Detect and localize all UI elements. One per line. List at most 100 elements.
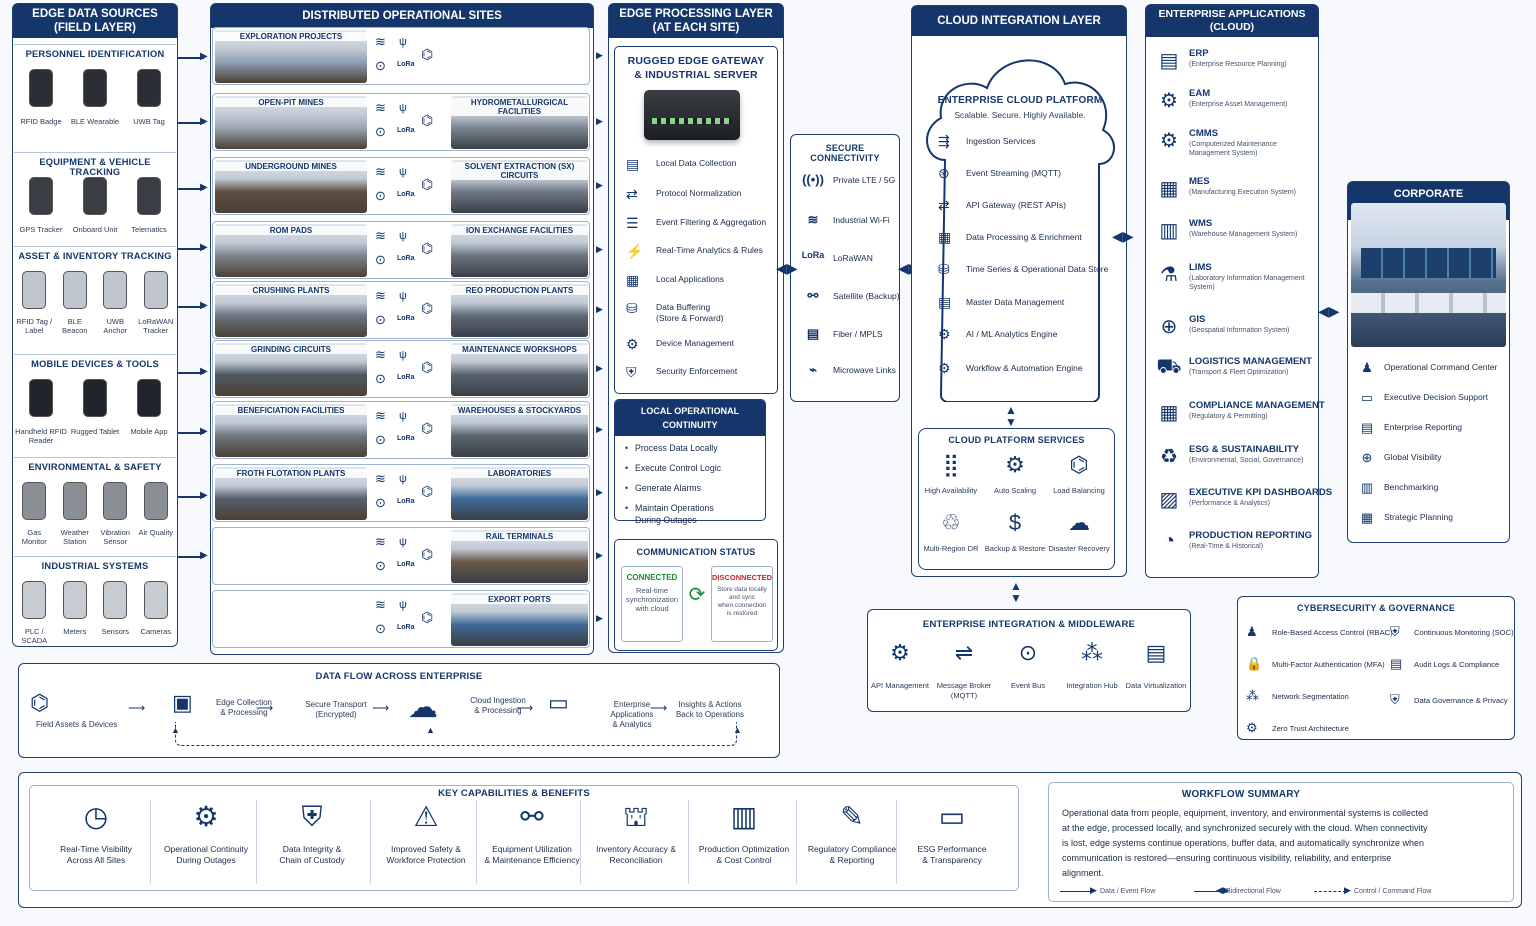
apps-to-hq-arrow: ◀▶ xyxy=(1318,303,1340,319)
edge-item-label: Device Management xyxy=(656,338,734,348)
sensor-icon: ⌬ xyxy=(421,112,434,128)
legend-arrow-icon: ◀▶ xyxy=(1216,885,1230,895)
app-name: LIMS xyxy=(1189,262,1212,273)
pin-icon: ⊙ xyxy=(375,432,386,447)
cloud-item-label: Time Series & Operational Data Store xyxy=(966,264,1109,274)
capability-divider xyxy=(256,800,257,884)
flow-icon: ⌬ xyxy=(30,690,50,715)
app-item[interactable]: ◔PRODUCTION REPORTING(Real-Time & Histor… xyxy=(1156,530,1314,566)
cloud-item-icon: ⇶ xyxy=(938,133,950,149)
cloud-item-icon: ⊛ xyxy=(938,165,950,181)
feedback-loop xyxy=(175,722,737,746)
app-item[interactable]: ▥WMS(Warehouse Management System) xyxy=(1156,218,1314,254)
device-label: RFID Tag / Label xyxy=(16,317,53,335)
flow-label: Insights & Actions Back to Operations xyxy=(675,700,745,719)
source-arrow-line xyxy=(178,57,204,59)
security-label: Zero Trust Architecture xyxy=(1272,724,1349,733)
capabilities-box xyxy=(29,785,1019,891)
device-icon xyxy=(143,482,168,520)
device-icon xyxy=(62,581,87,619)
cloud-platform-sub: Scalable. Secure. Highly Available. xyxy=(954,110,1086,120)
pin-icon: ⊙ xyxy=(375,188,386,203)
hq-label: Benchmarking xyxy=(1384,482,1439,493)
device-label: Handheld RFID Reader xyxy=(15,427,67,445)
conn-icon: ≋ xyxy=(807,212,819,227)
signal-icon: ψ xyxy=(399,599,407,611)
app-item[interactable]: ⊕GIS(Geospatial Information System) xyxy=(1156,314,1314,350)
signal-icon: ψ xyxy=(399,349,407,361)
app-item[interactable]: ⚙EAM(Enterprise Asset Management) xyxy=(1156,88,1314,124)
flow-label: Secure Transport (Encrypted) xyxy=(305,700,367,719)
wifi-icon: ≋ xyxy=(375,347,386,362)
disconnected-desc: Store data locally and sync when connect… xyxy=(717,586,767,617)
cloud-item-label: AI / ML Analytics Engine xyxy=(966,329,1058,339)
pin-icon: ⊙ xyxy=(375,371,386,386)
pin-icon: ⊙ xyxy=(375,58,386,73)
cloud-item-label: Data Processing & Enrichment xyxy=(966,232,1082,242)
site-photo: RAIL TERMINALS xyxy=(451,530,588,583)
edge-item-label: Real-Time Analytics & Rules xyxy=(656,245,763,255)
app-desc: (Performance & Analytics) xyxy=(1189,500,1270,507)
site-label-left: ROM PADS xyxy=(215,226,367,235)
capability-item: ◷Real-Time Visibility Across All Sites xyxy=(46,798,146,866)
flow-icon: ▣ xyxy=(172,690,193,715)
signal-icon: ψ xyxy=(399,536,407,548)
pin-icon: ⊙ xyxy=(375,312,386,327)
app-item[interactable]: ⚙CMMS(Computerized Maintenance Managemen… xyxy=(1156,128,1314,164)
service-icon: $ xyxy=(1008,510,1022,535)
source-arrow-line xyxy=(178,556,204,558)
device-icon xyxy=(29,69,53,107)
device-icon xyxy=(103,581,128,619)
cloud-item-icon: ⚙ xyxy=(938,326,951,342)
gateway-title: RUGGED EDGE GATEWAY & INDUSTRIAL SERVER xyxy=(627,55,765,81)
app-item[interactable]: ▦MES(Manufacturing Execution System) xyxy=(1156,176,1314,212)
site-arrow: ▶ xyxy=(596,613,603,623)
legend-line xyxy=(1314,891,1346,892)
cloud-item-icon: ▦ xyxy=(938,229,952,245)
capability-item: ▭ESG Performance & Transparency xyxy=(902,798,1002,866)
continuity-item: •Execute Control Logic xyxy=(625,462,755,474)
flow-label: Cloud Ingestion & Processing xyxy=(470,696,526,715)
site-arrow: ▶ xyxy=(596,116,603,126)
device-label: Weather Station xyxy=(60,528,89,546)
device-label: LoRaWAN Tracker xyxy=(138,317,174,335)
conn-icon: LoRa xyxy=(801,250,825,260)
app-item[interactable]: ⚗LIMS(Laboratory Information Management … xyxy=(1156,262,1314,298)
app-desc: (Manufacturing Execution System) xyxy=(1189,189,1296,196)
service-label: High Availability xyxy=(924,486,978,495)
security-label: Data Governance & Privacy xyxy=(1414,696,1508,705)
app-item[interactable]: ▤ERP(Enterprise Resource Planning) xyxy=(1156,48,1314,84)
app-desc: (Laboratory Information Management Syste… xyxy=(1189,275,1305,291)
apps-title: ENTERPRISE APPLICATIONS (CLOUD) xyxy=(1146,5,1318,37)
pin-icon: ⊙ xyxy=(375,495,386,510)
service-label: Auto Scaling xyxy=(993,486,1037,495)
middleware-label: API Management xyxy=(871,681,929,690)
app-desc: (Regulatory & Permitting) xyxy=(1189,413,1268,420)
workflow-title: WORKFLOW SUMMARY xyxy=(1181,789,1301,800)
comm-status-title: COMMUNICATION STATUS xyxy=(636,547,756,557)
conn-label: LoRaWAN xyxy=(833,253,873,263)
site-arrow: ▶ xyxy=(596,487,603,497)
app-icon: ⚙ xyxy=(1160,130,1178,152)
device-label: Gas Monitor xyxy=(21,528,47,546)
legend-label: Data / Event Flow xyxy=(1100,888,1156,895)
app-item[interactable]: ▦COMPLIANCE MANAGEMENT(Regulatory & Perm… xyxy=(1156,400,1325,436)
continuity-item: •Maintain Operations During Outages xyxy=(625,502,755,526)
service-icon: ♲ xyxy=(941,510,961,535)
edge-item-icon: ⛁ xyxy=(626,300,638,316)
middleware-panel: ENTERPRISE INTEGRATION & MIDDLEWARE xyxy=(867,609,1191,712)
app-item[interactable]: ⛟LOGISTICS MANAGEMENT(Transport & Fleet … xyxy=(1156,356,1314,392)
security-label: Network Segmentation xyxy=(1272,692,1349,701)
sensor-icon: ⌬ xyxy=(421,359,434,375)
bullet-icon: • xyxy=(625,463,629,473)
service-label: Multi-Region DR xyxy=(923,544,979,553)
continuity-box: LOCAL OPERATIONAL CONTINUITY •Process Da… xyxy=(614,399,766,525)
app-item[interactable]: ▨EXECUTIVE KPI DASHBOARDS(Performance & … xyxy=(1156,487,1333,523)
feedback-arrow: ▲ xyxy=(426,725,435,735)
app-item[interactable]: ♻ESG & SUSTAINABILITY(Environmental, Soc… xyxy=(1156,444,1314,480)
security-panel: CYBERSECURITY & GOVERNANCE xyxy=(1237,596,1515,740)
flow-icon: ▭ xyxy=(548,690,569,715)
app-icon: ◔ xyxy=(1162,530,1176,552)
